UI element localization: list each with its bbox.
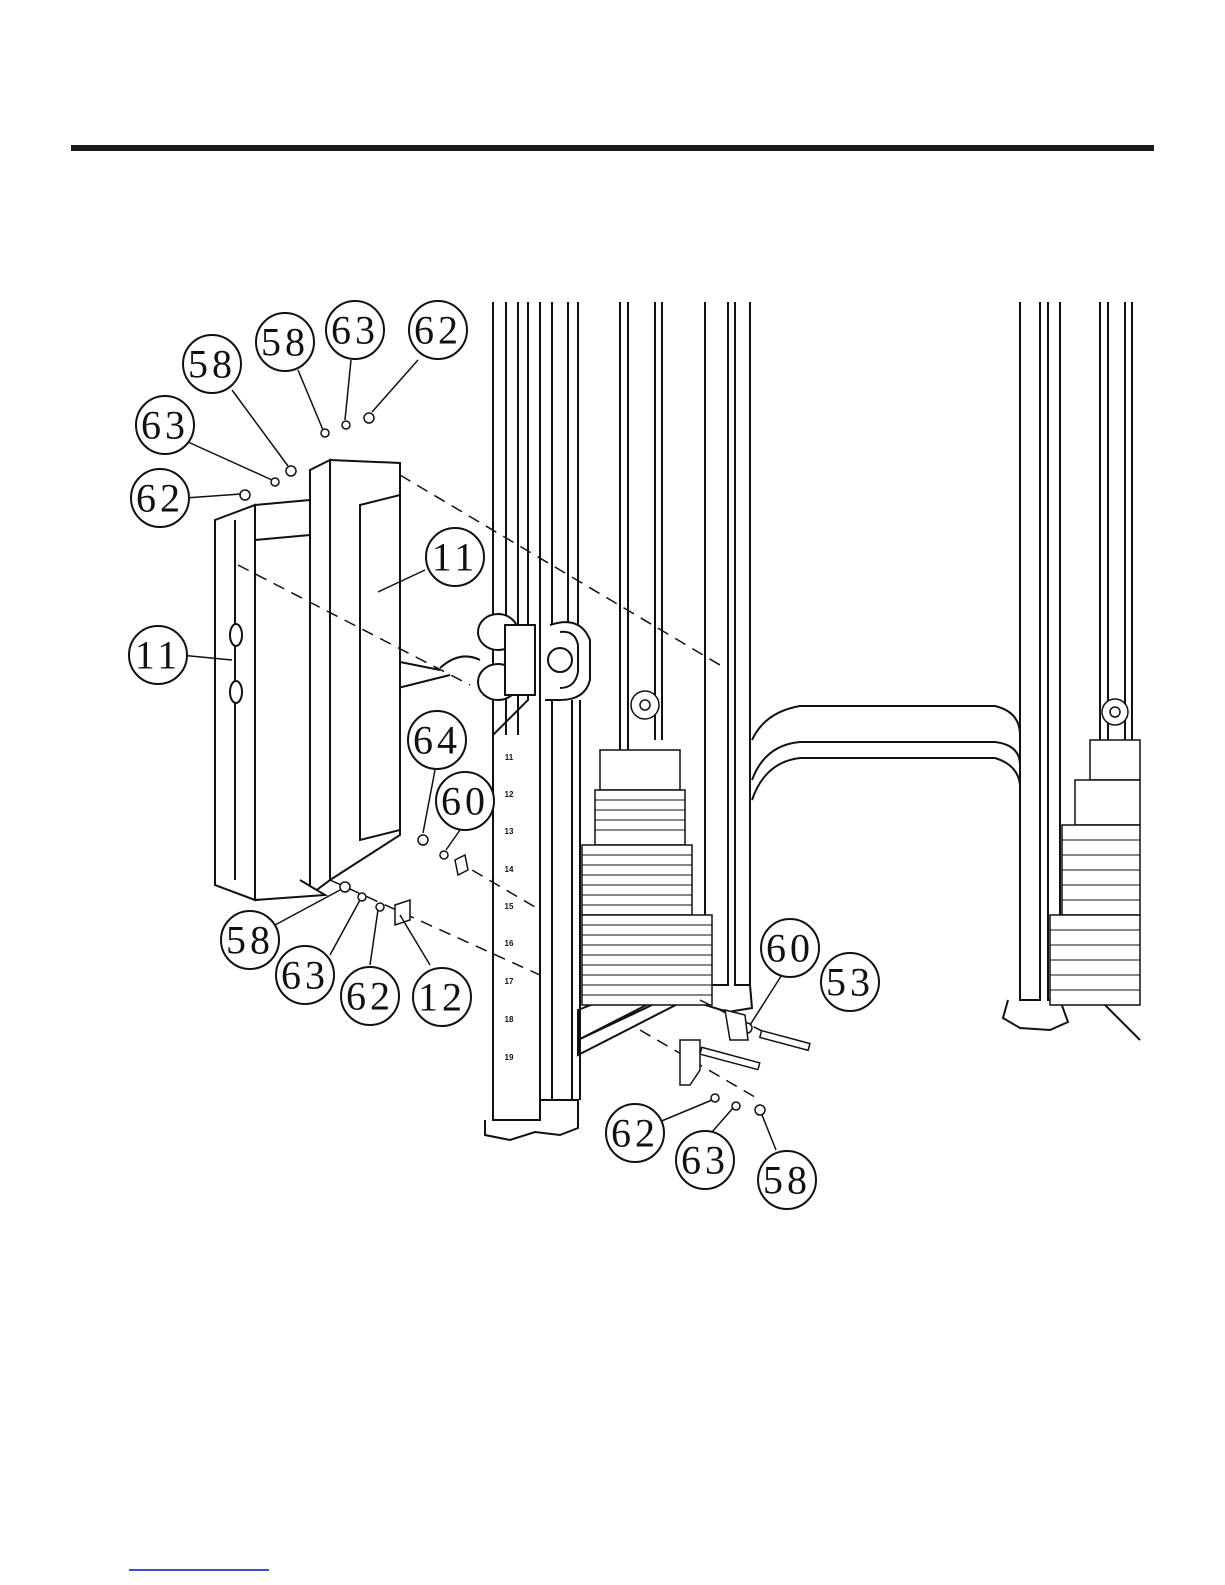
scale-number: 14	[505, 865, 514, 874]
weight-stack	[582, 691, 712, 1005]
scale-number: 15	[505, 902, 514, 911]
callout-label: 58	[226, 918, 274, 963]
scale-number: 11	[505, 753, 514, 762]
machine-frame	[485, 302, 1140, 1140]
callout-label: 58	[261, 320, 309, 365]
callout-label: 63	[281, 953, 329, 998]
callout-label: 62	[414, 308, 462, 353]
callout-label: 64	[413, 718, 461, 763]
callout-label: 11	[432, 535, 479, 580]
callout-label: 63	[331, 308, 379, 353]
shroud-panels	[215, 460, 400, 900]
callout-label: 60	[766, 926, 814, 971]
callout-label: 12	[418, 975, 466, 1020]
callout-label: 53	[826, 960, 874, 1005]
callout-label: 62	[346, 974, 394, 1019]
scale-number: 18	[505, 1015, 514, 1024]
callout-label: 58	[188, 342, 236, 387]
callout-label: 62	[611, 1111, 659, 1156]
pulley-carriage	[374, 614, 590, 719]
upright-scale: 11 12 13 14 15 16 17 18 19	[505, 753, 514, 1062]
footer-link-underline	[129, 1569, 269, 1571]
callout-label: 62	[136, 476, 184, 521]
scale-number: 12	[505, 790, 514, 799]
callout-label: 11	[135, 633, 182, 678]
far-weight-stack	[1050, 699, 1140, 1005]
callout-label: 58	[763, 1158, 811, 1203]
scale-number: 13	[505, 827, 514, 836]
scale-number: 19	[505, 1053, 514, 1062]
scale-number: 16	[505, 939, 514, 948]
callout-label: 63	[141, 403, 189, 448]
callout-label: 63	[681, 1138, 729, 1183]
callout-label: 60	[441, 779, 489, 824]
scale-number: 17	[505, 977, 514, 986]
